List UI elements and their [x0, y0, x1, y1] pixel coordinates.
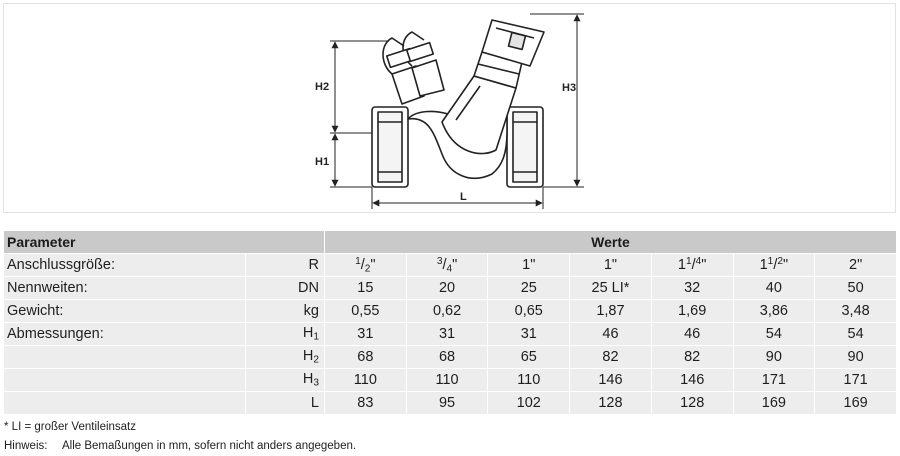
- dim-label-h1: H1: [315, 156, 329, 168]
- value-cell: 95: [405, 391, 489, 415]
- technical-drawing-panel: H2 H1 H3 L: [3, 3, 896, 213]
- value-cell: 146: [650, 368, 734, 392]
- row-unit: H2: [245, 345, 325, 369]
- value-cell: 11/4": [650, 253, 734, 277]
- value-cell: 2": [814, 253, 897, 277]
- value-cell: 68: [405, 345, 489, 369]
- value-cell: 3/4": [405, 253, 489, 277]
- value-cell: 146: [569, 368, 652, 392]
- table-header-row: Parameter Werte: [3, 230, 897, 254]
- value-cell: 1": [487, 253, 571, 277]
- hint-label: Hinweis:: [4, 440, 48, 452]
- value-cell: 31: [487, 322, 571, 346]
- header-werte: Werte: [324, 230, 897, 254]
- value-cell: 1,87: [569, 299, 652, 323]
- value-cell: 90: [814, 345, 897, 369]
- value-cell: 46: [569, 322, 652, 346]
- footnote-hint: Hinweis: Alle Bemaßungen in mm, sofern ni…: [4, 440, 356, 452]
- value-cell: 110: [487, 368, 571, 392]
- row-label: Gewicht:: [3, 299, 246, 323]
- row-label: Anschlussgröße:: [3, 253, 246, 277]
- dimension-lines: [330, 13, 584, 209]
- value-cell: 20: [405, 276, 489, 300]
- value-cell: 31: [405, 322, 489, 346]
- row-unit: H1: [245, 322, 325, 346]
- value-cell: 82: [569, 345, 652, 369]
- value-cell: 83: [324, 391, 407, 415]
- row-unit: kg: [245, 299, 325, 323]
- value-cell: 169: [732, 391, 816, 415]
- valve-dimension-drawing: H2 H1 H3 L: [315, 13, 584, 209]
- value-cell: 40: [732, 276, 816, 300]
- value-cell: 110: [324, 368, 407, 392]
- row-label: Abmessungen:: [3, 322, 246, 346]
- value-cell: 15: [324, 276, 407, 300]
- value-cell: 11/2": [732, 253, 816, 277]
- value-cell: 3,48: [814, 299, 897, 323]
- header-parameter: Parameter: [3, 230, 325, 254]
- value-cell: 128: [569, 391, 652, 415]
- valve-body: [371, 19, 545, 188]
- value-cell: 171: [732, 368, 816, 392]
- value-cell: 169: [814, 391, 897, 415]
- dim-label-h3: H3: [562, 82, 576, 94]
- value-cell: 46: [650, 322, 734, 346]
- row-label: [3, 368, 246, 392]
- row-label: Nennweiten:: [3, 276, 246, 300]
- value-cell: 32: [650, 276, 734, 300]
- value-cell: 0,65: [487, 299, 571, 323]
- hint-text: Alle Bemaßungen in mm, sofern nicht ande…: [62, 440, 357, 452]
- row-label: [3, 391, 246, 415]
- value-cell: 82: [650, 345, 734, 369]
- value-cell: 0,55: [324, 299, 407, 323]
- row-label: [3, 345, 246, 369]
- value-cell: 65: [487, 345, 571, 369]
- value-cell: 1": [569, 253, 652, 277]
- footnote-li: * LI = großer Ventileinsatz: [4, 421, 137, 433]
- value-cell: 0,62: [405, 299, 489, 323]
- value-cell: 54: [732, 322, 816, 346]
- dim-label-l: L: [460, 191, 467, 203]
- value-cell: 3,86: [732, 299, 816, 323]
- value-cell: 25: [487, 276, 571, 300]
- value-cell: 128: [650, 391, 734, 415]
- value-cell: 110: [405, 368, 489, 392]
- value-cell: 50: [814, 276, 897, 300]
- row-unit: DN: [245, 276, 325, 300]
- value-cell: 25 LI*: [569, 276, 652, 300]
- value-cell: 68: [324, 345, 407, 369]
- value-cell: 31: [324, 322, 407, 346]
- row-unit: L: [245, 391, 325, 415]
- value-cell: 54: [814, 322, 897, 346]
- value-cell: 1,69: [650, 299, 734, 323]
- value-cell: 90: [732, 345, 816, 369]
- value-cell: 171: [814, 368, 897, 392]
- value-cell: 1/2": [324, 253, 407, 277]
- row-unit: H3: [245, 368, 325, 392]
- row-unit: R: [245, 253, 325, 277]
- dim-label-h2: H2: [315, 81, 329, 93]
- value-cell: 102: [487, 391, 571, 415]
